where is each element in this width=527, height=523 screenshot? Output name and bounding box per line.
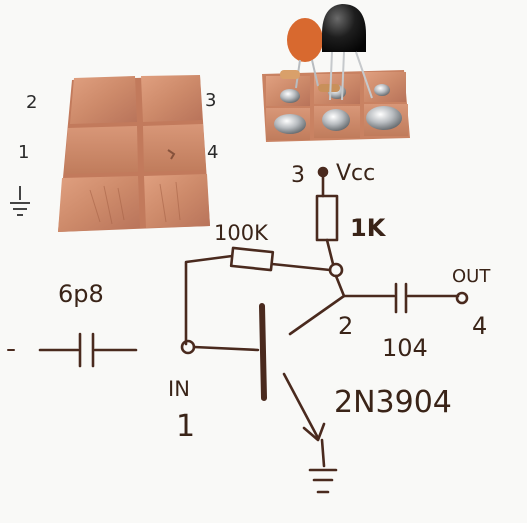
in-terminal: [180, 339, 196, 355]
pad-label-3: 3: [205, 90, 216, 111]
schematic-drawing: [7, 166, 469, 494]
pad-label-4: 4: [207, 142, 218, 163]
bare-pcb-board: [58, 75, 210, 232]
to92-transistor: [322, 4, 366, 52]
output-capacitor-label: 104: [382, 334, 428, 362]
bias-resistor: [229, 246, 275, 272]
pad-label-1: 1: [18, 142, 29, 163]
in-label: IN: [168, 377, 190, 401]
collector-pin-label: 2: [338, 312, 353, 340]
pad-label-2: 2: [26, 92, 37, 113]
in-pin-label: 1: [176, 409, 195, 444]
bias-resistor-label: 100K: [214, 221, 269, 245]
vcc-label: Vcc: [336, 161, 375, 186]
pcb-ground-icon: [10, 186, 30, 216]
pcb-pad-4: [143, 124, 206, 172]
ceramic-capacitor: [287, 18, 323, 62]
transistor-label: 2N3904: [334, 385, 452, 420]
transistor-base-bar: [259, 303, 267, 401]
small-resistor: [280, 70, 300, 79]
pcb-pad-2: [70, 76, 137, 124]
pcb-pad-1: [64, 126, 138, 174]
assembled-pcb: [262, 4, 410, 142]
collector-junction: [328, 262, 344, 278]
collector-resistor: [315, 194, 339, 242]
pcb-pad-ground-right: [144, 174, 210, 228]
schematic-ground-icon: [308, 468, 338, 494]
pcb-pad-3: [141, 75, 202, 122]
vcc-pin-label: 3: [291, 163, 305, 188]
out-pin-label: 4: [472, 312, 487, 340]
collector-resistor-label: 1K: [350, 214, 387, 242]
input-capacitor-label: 6p8: [58, 280, 104, 308]
out-label: OUT: [452, 266, 491, 287]
out-terminal: [455, 291, 469, 305]
pcb-pad-ground-left: [58, 176, 140, 232]
